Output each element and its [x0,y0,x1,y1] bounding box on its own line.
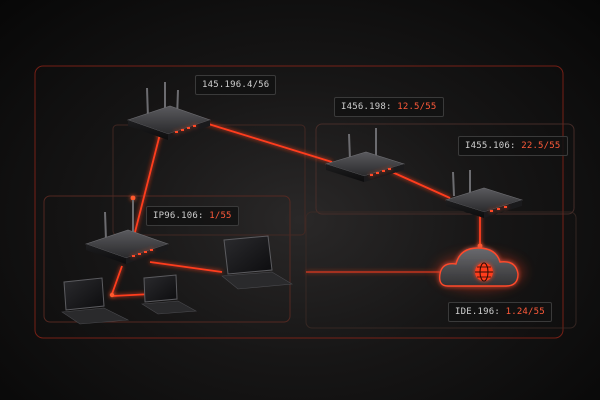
laptop-large[interactable] [221,235,293,290]
link-mid-to-right [391,171,451,199]
router-icon [127,82,211,140]
bottom-right-frame [305,211,577,329]
link-left-to-laptop [149,261,223,273]
link-top-to-mid [201,121,333,163]
ip-label-highlight: 1/55 [209,211,232,221]
ip-label-router-mid: I456.198: 12.5/55 [334,97,444,117]
ip-label-text: IP96.106: [153,211,204,221]
router-icon [85,200,169,264]
ip-label-text: I455.106: [465,141,516,151]
ip-label-text: 145.196.4/56 [202,80,270,90]
ip-label-router-left: IP96.106: 1/55 [146,206,239,226]
cloud-node[interactable] [436,247,524,290]
router-mid[interactable] [324,128,406,182]
laptop-left[interactable] [61,277,130,325]
laptop-icon [221,235,293,290]
router-left[interactable] [85,200,169,264]
laptop-icon [141,274,198,315]
ip-label-router-right: I455.106: 22.5/55 [458,136,568,156]
link-left-to-laptop-small [111,265,123,295]
ip-label-router-top: 145.196.4/56 [195,75,277,95]
ip-label-text: I456.198: [341,102,392,112]
ip-label-highlight: 12.5/55 [397,102,437,112]
router-icon [324,128,406,182]
left-zone-frame [43,195,291,323]
ip-label-highlight: 22.5/55 [521,141,561,151]
outer-frame [34,65,564,339]
globe-icon [475,262,493,282]
ip-label-highlight: 1.24/55 [505,307,545,317]
ip-label-text: IDE.196: [455,307,500,317]
router-top[interactable] [127,82,211,140]
zone-frames [34,65,577,339]
laptop-icon [61,277,130,325]
ip-label-cloud: IDE.196: 1.24/55 [448,302,552,322]
right-zone-frame [315,123,575,215]
router-icon [445,170,523,218]
laptop-mid[interactable] [141,274,198,315]
router-right[interactable] [445,170,523,218]
link-top-to-left [132,133,161,241]
